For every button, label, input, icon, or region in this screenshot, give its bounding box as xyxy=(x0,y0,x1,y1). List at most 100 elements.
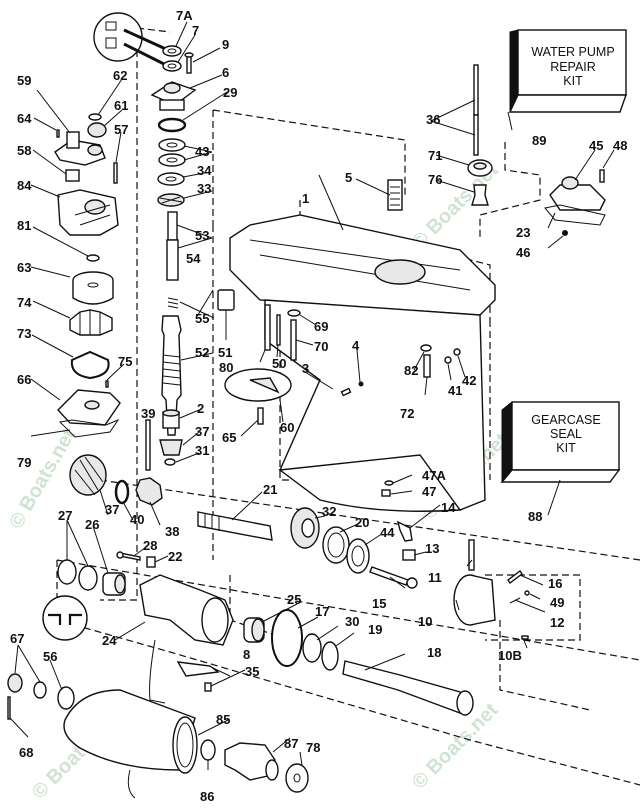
callout-7: 7 xyxy=(192,23,199,38)
seal-inset-detail-lower xyxy=(42,595,88,641)
part-23-gasket xyxy=(544,204,606,226)
callout-42: 42 xyxy=(462,373,476,388)
callout-58: 58 xyxy=(17,143,31,158)
part-27-seals xyxy=(57,559,98,591)
part-45-housing xyxy=(549,176,606,211)
part-80-screw xyxy=(264,304,271,351)
callout-88: 88 xyxy=(528,509,542,524)
part-42-washer xyxy=(453,348,461,356)
part-38-clutch-dog xyxy=(135,477,163,506)
callout-47: 47 xyxy=(422,484,436,499)
part-10-clutch-housing xyxy=(453,574,496,626)
callout-38: 38 xyxy=(165,524,179,539)
callout-66: 66 xyxy=(17,372,31,387)
callout-56: 56 xyxy=(43,649,57,664)
callout-28: 28 xyxy=(143,538,157,553)
callout-34: 34 xyxy=(197,163,212,178)
callout-labels: 7A 7 9 6 29 43 34 33 53 54 55 52 2 37 31… xyxy=(10,8,627,804)
callout-4: 4 xyxy=(352,338,360,353)
part-73-gasket xyxy=(70,350,110,380)
kit-label-line: KIT xyxy=(556,441,576,455)
callout-76: 76 xyxy=(428,172,442,187)
callout-11: 11 xyxy=(428,570,442,585)
callout-7A: 7A xyxy=(176,8,193,23)
part-47-plug xyxy=(381,489,391,497)
callout-67: 67 xyxy=(10,631,24,646)
callout-29: 29 xyxy=(223,85,237,100)
part-62-o-ring xyxy=(88,113,102,121)
callout-52: 52 xyxy=(195,345,209,360)
part-55-spring xyxy=(167,297,179,309)
callout-1: 1 xyxy=(302,191,309,206)
callout-53: 53 xyxy=(195,228,209,243)
callout-14: 14 xyxy=(441,500,456,515)
part-22-retainer xyxy=(146,556,156,568)
callout-59: 59 xyxy=(17,73,31,88)
callout-13: 13 xyxy=(425,541,439,556)
part-32-reverse-gear xyxy=(290,507,320,549)
callout-10: 10 xyxy=(418,614,432,629)
part-59-housing xyxy=(54,131,106,166)
seal-inset-detail xyxy=(93,12,169,68)
callout-36: 36 xyxy=(426,112,440,127)
callout-16: 16 xyxy=(548,576,562,591)
part-5-screen xyxy=(387,179,403,211)
callout-19: 19 xyxy=(368,622,382,637)
part-61-grommet xyxy=(87,122,107,138)
callout-82: 82 xyxy=(404,363,418,378)
part-48-screw xyxy=(599,169,605,183)
part-16-pin xyxy=(507,569,523,585)
kit-label-line: KIT xyxy=(563,74,583,88)
part-56-thrust-washer xyxy=(57,686,75,710)
callout-12: 12 xyxy=(550,615,564,630)
callout-33: 33 xyxy=(197,181,211,196)
callout-31: 31 xyxy=(195,443,209,458)
part-76-plug xyxy=(471,184,489,206)
callout-75: 75 xyxy=(118,354,132,369)
part-84-pump-housing xyxy=(57,189,119,236)
callout-39: 39 xyxy=(141,406,155,421)
part-28-screw xyxy=(116,551,141,561)
callout-84: 84 xyxy=(17,178,32,193)
callout-17: 17 xyxy=(315,604,329,619)
part-2-bearing xyxy=(162,409,180,429)
callout-79: 79 xyxy=(17,455,31,470)
watermark: © Boats.net xyxy=(408,699,503,794)
part-20-bearing xyxy=(322,526,350,564)
leader-lines xyxy=(9,21,615,770)
part-49-ball xyxy=(524,590,530,596)
part-44-washer xyxy=(346,538,370,574)
part-21-propshaft xyxy=(197,511,273,541)
callout-44: 44 xyxy=(380,525,395,540)
callout-55: 55 xyxy=(195,311,209,326)
part-15-shift-rod xyxy=(369,566,418,589)
part-37-forward-gear xyxy=(69,454,107,496)
callout-26: 26 xyxy=(85,517,99,532)
part-37-pinion-gear xyxy=(159,439,183,456)
callout-60: 60 xyxy=(280,420,294,435)
callout-50: 50 xyxy=(272,356,286,371)
part-58-sleeve xyxy=(65,169,80,182)
part-24-bearing-housing xyxy=(139,574,234,646)
part-7A-seal xyxy=(162,45,182,57)
callout-10B: 10B xyxy=(498,648,522,663)
kit-label-line: REPAIR xyxy=(550,60,596,74)
callout-35: 35 xyxy=(245,664,259,679)
kit-box-gearcase-seal: GEARCASE SEAL KIT xyxy=(500,400,621,484)
part-64-screw xyxy=(56,129,60,138)
part-36-shaft xyxy=(473,64,479,156)
part-34-washer xyxy=(157,172,185,186)
part-79-gasket xyxy=(58,418,120,438)
callout-81: 81 xyxy=(17,218,31,233)
callout-74: 74 xyxy=(17,295,32,310)
callout-25: 25 xyxy=(287,592,301,607)
callout-71: 71 xyxy=(428,148,442,163)
part-4-nut xyxy=(358,381,364,387)
part-87-spacer xyxy=(224,742,279,781)
callout-3: 3 xyxy=(302,361,309,376)
callout-54: 54 xyxy=(186,251,201,266)
part-82-washer xyxy=(420,344,432,352)
part-65-screw xyxy=(257,407,264,425)
part-9-screw xyxy=(184,52,194,74)
